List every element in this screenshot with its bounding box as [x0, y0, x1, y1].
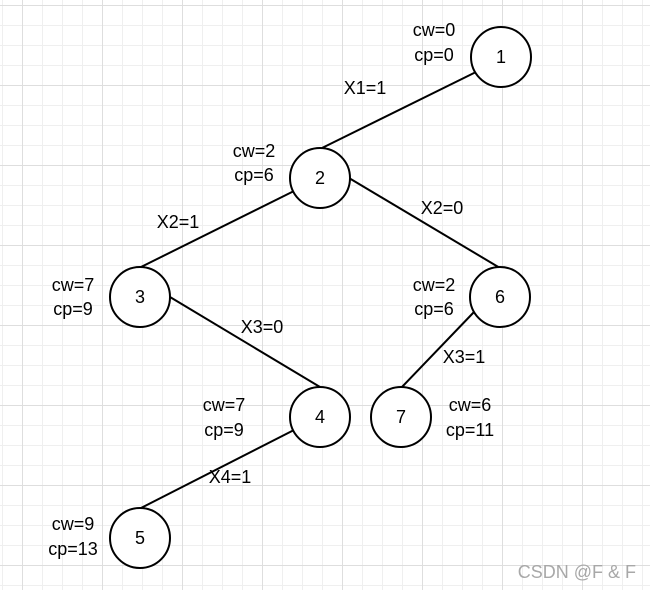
node-cp: cp=0: [414, 45, 454, 65]
tree-node-7: 7 cw=6 cp=11: [370, 386, 494, 448]
node-circle: [470, 26, 532, 88]
node-cp: cp=9: [53, 299, 93, 319]
node-cw: cw=7: [203, 395, 246, 415]
node-label: 2: [315, 168, 325, 188]
tree-node-4: 4 cw=7 cp=9: [203, 386, 351, 448]
node-cw: cw=2: [233, 141, 276, 161]
node-label: 5: [135, 528, 145, 548]
node-circle: [289, 147, 351, 209]
tree-node-2: 2 cw=2 cp=6: [233, 141, 351, 209]
node-cp: cp=11: [446, 420, 494, 440]
edge-6-7: [400, 311, 475, 389]
node-cw: cw=0: [413, 20, 456, 40]
node-label: 1: [496, 47, 506, 67]
node-cw: cw=2: [413, 275, 456, 295]
edge-label-4-5: X4=1: [209, 467, 252, 487]
watermark: CSDN @F & F: [518, 562, 636, 582]
edge-label-2-3: X2=1: [157, 212, 200, 232]
node-cp: cp=6: [414, 299, 454, 319]
node-circle: [370, 386, 432, 448]
node-circle: [109, 266, 171, 328]
node-cp: cp=13: [48, 539, 98, 559]
edge-label-2-6: X2=0: [421, 198, 464, 218]
edge-2-3: [140, 190, 295, 268]
node-circle: [289, 386, 351, 448]
tree-node-3: 3 cw=7 cp=9: [52, 266, 171, 328]
node-cp: cp=9: [204, 420, 244, 440]
edge-label-1-2: X1=1: [344, 78, 387, 98]
node-label: 3: [135, 287, 145, 307]
node-cw: cw=6: [449, 395, 492, 415]
node-cw: cw=7: [52, 275, 95, 295]
node-circle: [469, 266, 531, 328]
edge-4-5: [140, 429, 295, 509]
edge-3-4: [169, 296, 321, 388]
node-label: 6: [495, 287, 505, 307]
node-cw: cw=9: [52, 514, 95, 534]
node-cp: cp=6: [234, 165, 274, 185]
edge-label-3-4: X3=0: [241, 317, 284, 337]
edge-label-6-7: X3=1: [443, 347, 486, 367]
tree-node-1: 1 cw=0 cp=0: [413, 20, 532, 88]
tree-node-5: 5 cw=9 cp=13: [48, 507, 171, 569]
tree-node-6: 6 cw=2 cp=6: [413, 266, 531, 328]
edge-2-6: [348, 177, 501, 269]
node-circle: [109, 507, 171, 569]
edge-1-2: [321, 71, 477, 149]
node-label: 7: [396, 407, 406, 427]
node-label: 4: [315, 407, 325, 427]
